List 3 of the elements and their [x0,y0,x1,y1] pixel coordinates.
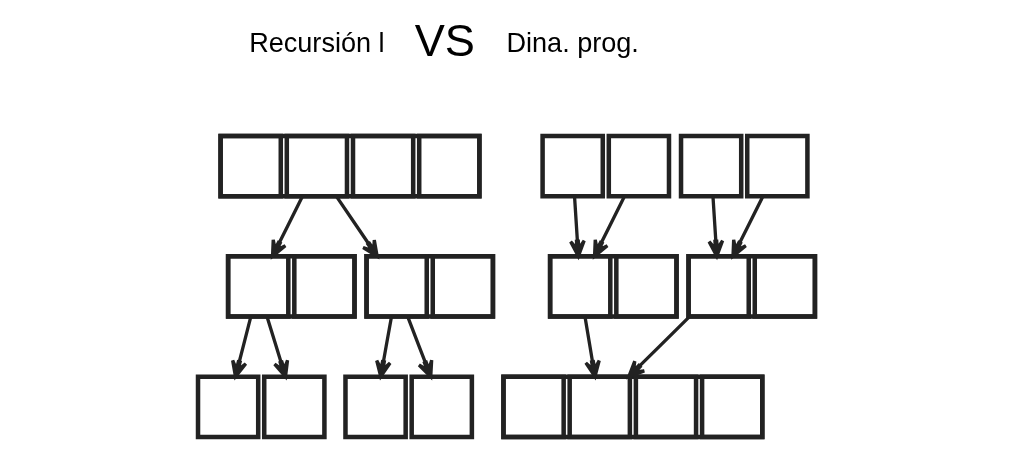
label: Dina. prog. [505,26,639,58]
label: VS [414,15,475,67]
label: Recursión l [248,26,385,58]
